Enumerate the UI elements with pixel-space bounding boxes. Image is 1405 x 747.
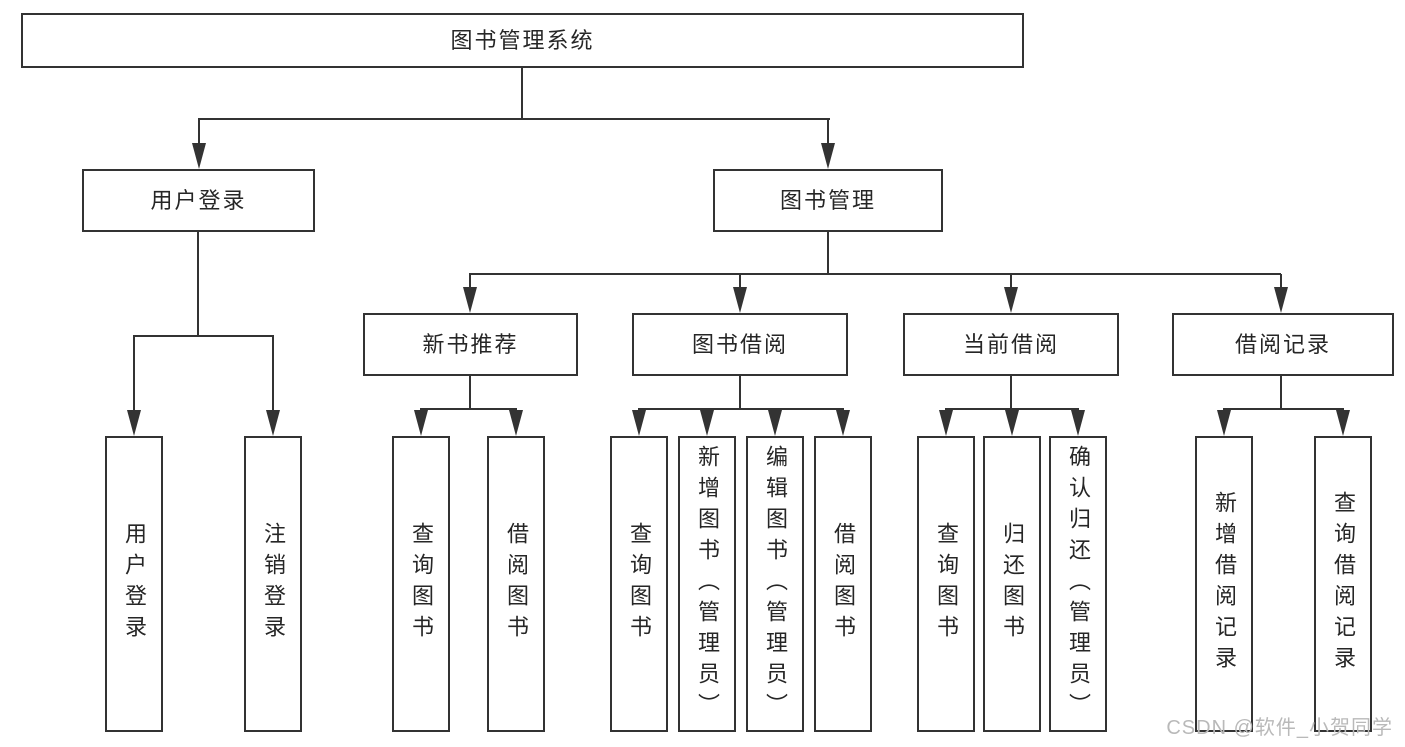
arrow-down-icon bbox=[1004, 287, 1018, 313]
arrow-down-icon bbox=[266, 410, 280, 436]
arrow-down-icon bbox=[821, 143, 835, 169]
arrow-down-icon bbox=[1274, 287, 1288, 313]
leaf-records-add-record: 新增借阅记录 bbox=[1195, 436, 1253, 732]
arrow-down-icon bbox=[768, 410, 782, 436]
arrow-down-icon bbox=[192, 143, 206, 169]
connector-drop-current-borrow bbox=[1010, 274, 1012, 288]
arrow-down-icon bbox=[463, 287, 477, 313]
connector-user-login-hline bbox=[133, 335, 274, 337]
csdn-watermark: CSDN @软件_小贺同学 bbox=[1166, 717, 1393, 739]
arrow-down-icon bbox=[836, 410, 850, 436]
arrow-down-icon bbox=[939, 410, 953, 436]
leaf-user-login: 用户登录 bbox=[105, 436, 163, 732]
arrow-down-icon bbox=[1005, 410, 1019, 436]
connector-borrow-records-hline bbox=[1223, 408, 1344, 410]
leaf-current-confirm-return-admin: 确认归还（管理员） bbox=[1049, 436, 1107, 732]
connector-drop-leaf-logout bbox=[272, 336, 274, 410]
connector-current-borrow-hline bbox=[945, 408, 1079, 410]
connector-drop-new-book-recommend bbox=[469, 274, 471, 288]
leaf-current-return-books: 归还图书 bbox=[983, 436, 1041, 732]
node-root-library-system: 图书管理系统 bbox=[21, 13, 1024, 68]
arrow-down-icon bbox=[1071, 410, 1085, 436]
connector-level1-hline bbox=[198, 118, 830, 120]
arrow-down-icon bbox=[1336, 410, 1350, 436]
arrow-down-icon bbox=[509, 410, 523, 436]
connector-drop-borrow-records bbox=[1280, 274, 1282, 288]
leaf-current-query-books: 查询图书 bbox=[917, 436, 975, 732]
connector-level2-hline bbox=[469, 273, 1281, 275]
node-borrow-records: 借阅记录 bbox=[1172, 313, 1394, 376]
connector-user-login-stem bbox=[197, 232, 199, 336]
connector-root-stem bbox=[521, 68, 523, 119]
leaf-logout: 注销登录 bbox=[244, 436, 302, 732]
arrow-down-icon bbox=[733, 287, 747, 313]
leaf-borrow-query-books: 查询图书 bbox=[610, 436, 668, 732]
connector-drop-book-management bbox=[827, 119, 829, 144]
connector-drop-book-borrow bbox=[739, 274, 741, 288]
connector-recommend-stem bbox=[469, 376, 471, 410]
leaf-recommend-borrow-books: 借阅图书 bbox=[487, 436, 545, 732]
node-current-borrow: 当前借阅 bbox=[903, 313, 1119, 376]
arrow-down-icon bbox=[414, 410, 428, 436]
node-book-management: 图书管理 bbox=[713, 169, 943, 232]
leaf-borrow-edit-books-admin: 编辑图书（管理员） bbox=[746, 436, 804, 732]
connector-current-borrow-stem bbox=[1010, 376, 1012, 410]
node-user-login: 用户登录 bbox=[82, 169, 315, 232]
arrow-down-icon bbox=[632, 410, 646, 436]
node-book-borrow: 图书借阅 bbox=[632, 313, 848, 376]
leaf-records-query-record: 查询借阅记录 bbox=[1314, 436, 1372, 732]
arrow-down-icon bbox=[700, 410, 714, 436]
arrow-down-icon bbox=[1217, 410, 1231, 436]
connector-recommend-hline bbox=[420, 408, 517, 410]
connector-book-borrow-hline bbox=[638, 408, 844, 410]
leaf-recommend-query-books: 查询图书 bbox=[392, 436, 450, 732]
leaf-borrow-borrow-books: 借阅图书 bbox=[814, 436, 872, 732]
connector-drop-leaf-user-login bbox=[133, 336, 135, 410]
leaf-borrow-add-books-admin: 新增图书（管理员） bbox=[678, 436, 736, 732]
node-new-book-recommend: 新书推荐 bbox=[363, 313, 578, 376]
connector-drop-user-login bbox=[198, 119, 200, 144]
connector-book-borrow-stem bbox=[739, 376, 741, 410]
connector-borrow-records-stem bbox=[1280, 376, 1282, 410]
arrow-down-icon bbox=[127, 410, 141, 436]
connector-book-management-stem bbox=[827, 232, 829, 274]
